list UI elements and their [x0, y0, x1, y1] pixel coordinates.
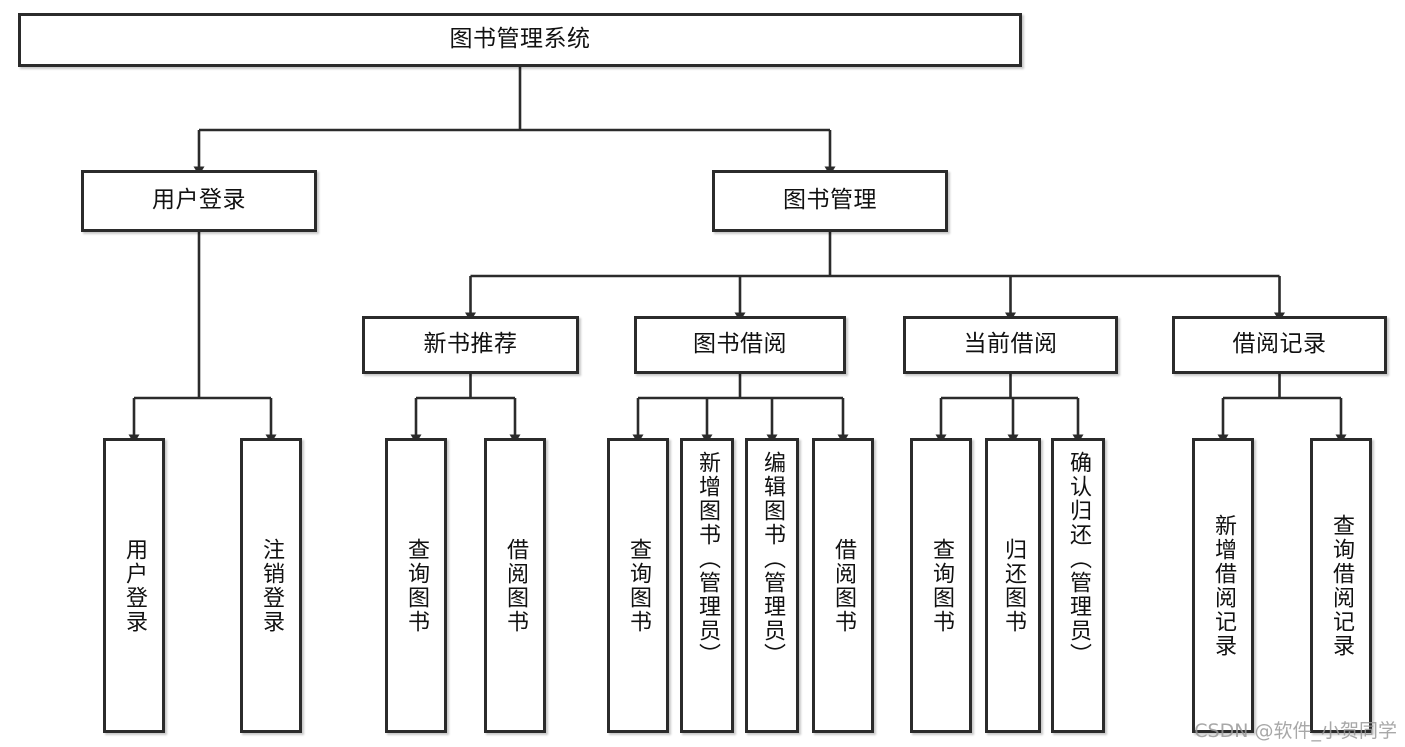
- node-label: 借阅记录: [1232, 331, 1327, 358]
- node-l1[interactable]: 用户登录: [103, 438, 165, 733]
- node-label: 图书管理: [783, 187, 877, 214]
- node-bookmgmt[interactable]: 图书管理: [712, 170, 948, 232]
- node-label: 查询图书: [404, 537, 429, 634]
- node-l4[interactable]: 借阅图书: [484, 438, 546, 733]
- node-l13[interactable]: 查询借阅记录: [1310, 438, 1372, 733]
- node-newbook[interactable]: 新书推荐: [362, 316, 579, 374]
- node-label: 归还图书: [1001, 537, 1026, 634]
- node-label: 新增图书（管理员）: [695, 451, 720, 667]
- node-label: 当前借阅: [963, 331, 1058, 358]
- node-label: 用户登录: [122, 537, 147, 634]
- node-label: 新书推荐: [423, 331, 518, 358]
- node-current[interactable]: 当前借阅: [903, 316, 1118, 374]
- node-label: 编辑图书（管理员）: [760, 451, 785, 667]
- node-label: 借阅图书: [831, 537, 856, 634]
- node-l8[interactable]: 借阅图书: [812, 438, 874, 733]
- node-l7[interactable]: 编辑图书（管理员）: [745, 438, 799, 733]
- node-login[interactable]: 用户登录: [81, 170, 317, 232]
- node-label: 查询借阅记录: [1329, 513, 1354, 658]
- node-records[interactable]: 借阅记录: [1172, 316, 1387, 374]
- node-label: 查询图书: [626, 537, 651, 634]
- node-l11[interactable]: 确认归还（管理员）: [1051, 438, 1105, 733]
- node-l6[interactable]: 新增图书（管理员）: [680, 438, 734, 733]
- watermark-text: CSDN @软件_小贺同学: [1194, 720, 1397, 742]
- node-label: 图书借阅: [693, 331, 787, 358]
- node-root[interactable]: 图书管理系统: [18, 13, 1022, 67]
- node-label: 确认归还（管理员）: [1066, 451, 1091, 667]
- node-l2[interactable]: 注销登录: [240, 438, 302, 733]
- node-label: 新增借阅记录: [1211, 513, 1236, 658]
- node-label: 用户登录: [152, 187, 246, 214]
- node-borrow[interactable]: 图书借阅: [634, 316, 846, 374]
- node-l5[interactable]: 查询图书: [607, 438, 669, 733]
- node-l3[interactable]: 查询图书: [385, 438, 447, 733]
- node-label: 注销登录: [259, 537, 284, 634]
- node-l10[interactable]: 归还图书: [985, 438, 1041, 733]
- node-label: 借阅图书: [503, 537, 528, 634]
- node-label: 图书管理系统: [449, 26, 591, 53]
- node-label: 查询图书: [929, 537, 954, 634]
- node-l12[interactable]: 新增借阅记录: [1192, 438, 1254, 733]
- node-l9[interactable]: 查询图书: [910, 438, 972, 733]
